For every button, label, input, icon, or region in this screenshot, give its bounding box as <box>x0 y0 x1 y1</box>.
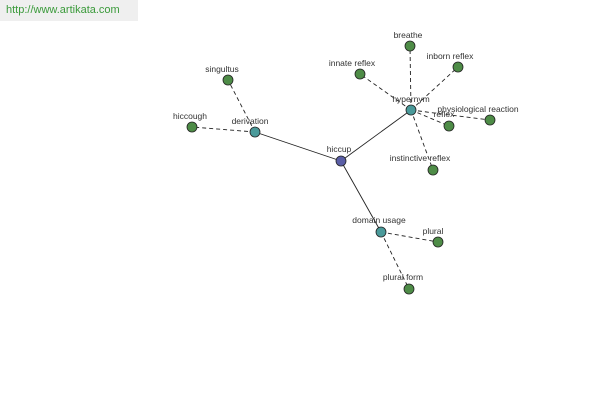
edge-hiccup-hypernym <box>340 109 412 162</box>
node-label[interactable]: domain usage <box>352 215 406 225</box>
node-label[interactable]: reflex <box>434 109 456 119</box>
node-dot[interactable] <box>432 236 444 248</box>
node-dot[interactable] <box>403 283 415 295</box>
node-dot[interactable] <box>222 74 234 86</box>
node-inborn-reflex[interactable]: inborn reflex <box>427 51 475 73</box>
edge-hiccup-domain_usage <box>340 160 382 233</box>
node-label[interactable]: instinctive reflex <box>390 153 451 163</box>
edge-derivation-hiccough <box>191 126 256 133</box>
edge-hypernym-inborn_reflex <box>410 66 459 111</box>
node-dot[interactable] <box>249 126 261 138</box>
node-singultus[interactable]: singultus <box>205 64 239 86</box>
node-label[interactable]: innate reflex <box>329 58 376 68</box>
edge-hypernym-breathe <box>409 45 412 111</box>
site-link[interactable]: http://www.artikata.com <box>0 0 138 21</box>
node-dot[interactable] <box>186 121 198 133</box>
node-hiccup[interactable]: hiccup <box>327 144 352 167</box>
node-dot[interactable] <box>452 61 464 73</box>
node-hypernym[interactable]: hypernym <box>392 94 430 116</box>
edge-hypernym-physiological_reaction <box>410 109 491 121</box>
node-dot[interactable] <box>405 104 417 116</box>
node-dot[interactable] <box>427 164 439 176</box>
node-label[interactable]: hiccough <box>173 111 207 121</box>
edge-domain_usage-plural_form <box>380 231 410 290</box>
edge-hypernym-instinctive_reflex <box>410 109 434 171</box>
node-label[interactable]: plural <box>423 226 444 236</box>
node-hiccough[interactable]: hiccough <box>173 111 207 133</box>
node-breathe[interactable]: breathe <box>394 30 423 52</box>
edge-derivation-singultus <box>227 79 256 133</box>
node-innate-reflex[interactable]: innate reflex <box>329 58 376 80</box>
node-plural-form[interactable]: plural form <box>383 272 423 295</box>
node-dot[interactable] <box>375 226 387 238</box>
node-dot[interactable] <box>404 40 416 52</box>
node-dot[interactable] <box>443 120 455 132</box>
node-instinctive-reflex[interactable]: instinctive reflex <box>390 153 451 176</box>
node-label[interactable]: derivation <box>232 116 269 126</box>
node-plural[interactable]: plural <box>423 226 444 248</box>
graph-nodes: hiccup derivation hypernym domain usage sing… <box>173 30 519 295</box>
graph-edges <box>191 45 491 290</box>
node-label[interactable]: singultus <box>205 64 239 74</box>
node-label[interactable]: plural form <box>383 272 423 282</box>
edge-domain_usage-plural <box>380 231 439 243</box>
node-derivation[interactable]: derivation <box>232 116 269 138</box>
node-label[interactable]: inborn reflex <box>427 51 475 61</box>
node-dot[interactable] <box>484 114 496 126</box>
node-dot[interactable] <box>354 68 366 80</box>
node-reflex[interactable]: reflex <box>434 109 456 132</box>
node-label[interactable]: hiccup <box>327 144 352 154</box>
node-label[interactable]: breathe <box>394 30 423 40</box>
node-dot[interactable] <box>335 155 347 167</box>
edge-hypernym-innate_reflex <box>359 73 412 111</box>
node-label[interactable]: hypernym <box>392 94 429 104</box>
node-physiological-reaction[interactable]: physiological reaction <box>437 104 519 126</box>
node-domain-usage[interactable]: domain usage <box>352 215 406 238</box>
node-label[interactable]: physiological reaction <box>437 104 519 114</box>
edge-hiccup-derivation <box>254 131 342 162</box>
